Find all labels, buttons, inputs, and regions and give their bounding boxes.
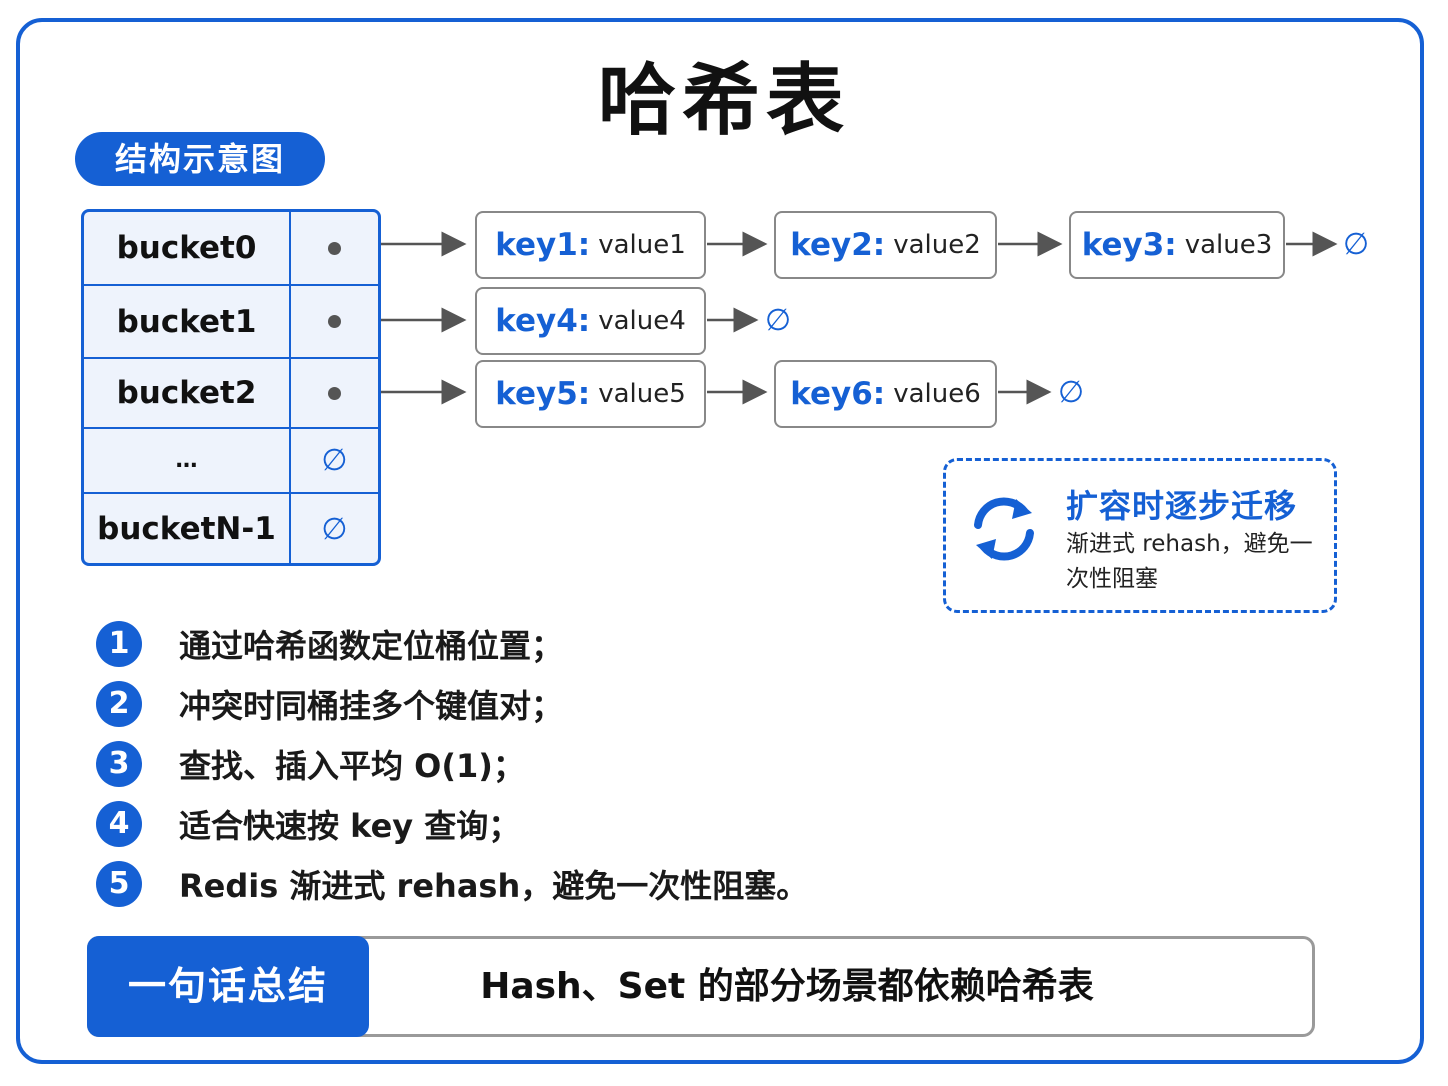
node-key: key2: <box>790 227 886 263</box>
section-label: 结构示意图 <box>75 132 325 186</box>
bucket-pointer <box>291 212 378 284</box>
node-value: value5 <box>598 379 686 409</box>
bucket-name: bucketN-1 <box>84 494 291 563</box>
list-item: 4 适合快速按 key 查询； <box>96 800 520 848</box>
bucket-pointer <box>291 286 378 357</box>
bucket-pointer <box>291 359 378 427</box>
pointer-dot <box>328 386 341 400</box>
page-title: 哈希表 <box>597 56 850 146</box>
node-value: value4 <box>598 306 686 336</box>
outer-frame <box>16 18 1424 1064</box>
bucket-row: bucketN-1 ∅ <box>84 492 378 563</box>
refresh-icon <box>964 489 1044 573</box>
node-key: key4: <box>495 303 591 339</box>
number-badge: 4 <box>96 801 142 847</box>
chain-node: key4:value4 <box>475 287 706 355</box>
node-value: value6 <box>893 379 981 409</box>
node-key: key5: <box>495 376 591 412</box>
node-value: value3 <box>1184 230 1273 260</box>
chain-node: key5:value5 <box>475 360 706 428</box>
list-item: 1 通过哈希函数定位桶位置； <box>96 620 563 668</box>
summary-text: Hash、Set 的部分场景都依赖哈希表 <box>480 966 1094 1007</box>
summary-label: 一句话总结 <box>87 936 369 1037</box>
null-terminator: ∅ <box>1343 227 1370 262</box>
bucket-table: bucket0 bucket1 bucket2 … ∅ bucketN-1 ∅ <box>81 209 381 566</box>
bucket-name: … <box>84 429 291 492</box>
node-value: value1 <box>598 230 686 260</box>
rehash-description: 渐进式 rehash，避免一次性阻塞 <box>1066 531 1313 592</box>
item-text: 冲突时同桶挂多个键值对； <box>179 687 564 725</box>
bucket-null: ∅ <box>321 443 348 478</box>
item-text: 查找、插入平均 O(1)； <box>179 747 525 785</box>
bucket-row: bucket2 <box>84 357 378 427</box>
bucket-name: bucket1 <box>84 286 291 357</box>
list-item: 5 Redis 渐进式 rehash，避免一次性阻塞。 <box>96 860 808 908</box>
list-item: 3 查找、插入平均 O(1)； <box>96 740 525 788</box>
list-item: 2 冲突时同桶挂多个键值对； <box>96 680 563 728</box>
bucket-row: bucket0 <box>84 212 378 284</box>
number-badge: 3 <box>96 741 142 787</box>
chain-node: key2:value2 <box>774 211 997 279</box>
bucket-null: ∅ <box>321 511 348 547</box>
chain-node: key1:value1 <box>475 211 706 279</box>
chain-node: key6:value6 <box>774 360 997 428</box>
bucket-name: bucket0 <box>84 212 291 284</box>
item-text: 适合快速按 key 查询； <box>179 807 521 845</box>
number-badge: 1 <box>96 621 142 667</box>
bucket-name: bucket2 <box>84 359 291 427</box>
node-key: key6: <box>790 376 886 412</box>
pointer-dot <box>328 315 341 328</box>
number-badge: 2 <box>96 681 142 727</box>
item-text: 通过哈希函数定位桶位置； <box>179 627 564 665</box>
item-text: Redis 渐进式 rehash，避免一次性阻塞。 <box>179 867 809 905</box>
chain-node: key3:value3 <box>1069 211 1285 279</box>
pointer-dot <box>328 241 341 255</box>
node-key: key3: <box>1081 227 1177 263</box>
number-badge: 5 <box>96 861 142 907</box>
node-value: value2 <box>893 230 981 260</box>
null-terminator: ∅ <box>765 303 792 338</box>
bucket-row: … ∅ <box>84 427 378 492</box>
rehash-callout: 扩容时逐步迁移 渐进式 rehash，避免一次性阻塞 <box>943 458 1337 613</box>
rehash-title: 扩容时逐步迁移 <box>1066 487 1298 525</box>
bucket-row: bucket1 <box>84 284 378 357</box>
node-key: key1: <box>495 227 591 263</box>
null-terminator: ∅ <box>1058 375 1085 410</box>
